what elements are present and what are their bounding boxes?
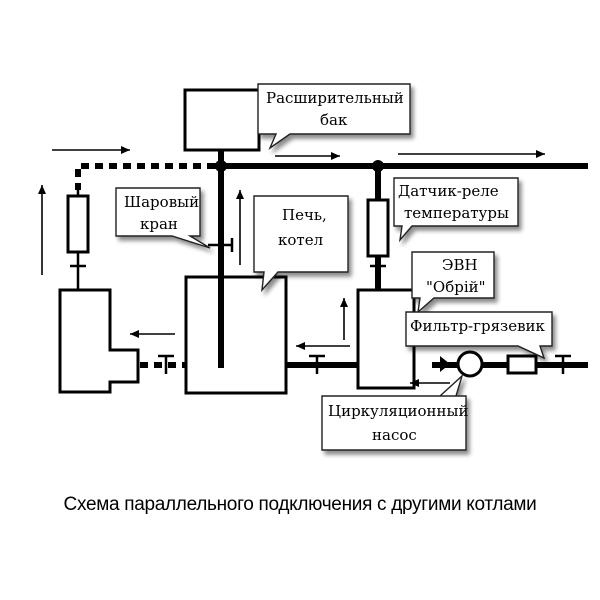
junction-top (215, 160, 227, 172)
svg-text:насос: насос (372, 426, 417, 444)
mud-filter (506, 354, 538, 375)
svg-text:ЭВН: ЭВН (442, 256, 478, 274)
svg-text:Датчик-реле: Датчик-реле (398, 182, 499, 200)
callout-filter: Фильтр-грязевик (405, 311, 553, 360)
expansion-tank (183, 88, 261, 152)
return-valve-right (555, 354, 571, 374)
other-boiler (58, 288, 140, 394)
sensor-relay (366, 198, 390, 258)
svg-text:Фильтр-грязевик: Фильтр-грязевик (410, 317, 546, 335)
callout-expansion-tank: Расширительный бак (257, 83, 411, 150)
svg-text:кран: кран (140, 215, 178, 233)
svg-text:"Обрій": "Обрій" (426, 278, 486, 296)
svg-text:Расширительный: Расширительный (266, 89, 404, 107)
return-valve-left (158, 354, 174, 374)
svg-text:котел: котел (278, 231, 323, 249)
furnace-boiler (184, 275, 288, 395)
svg-text:Циркуляционный: Циркуляционный (328, 402, 468, 420)
svg-text:бак: бак (320, 111, 348, 129)
supply-pipe-dashed (75, 163, 215, 190)
callout-evn: ЭВН "Обрій" (411, 251, 495, 314)
check-valve (440, 356, 450, 372)
callout-furnace: Печь, котел (253, 195, 349, 293)
left-sensor (66, 194, 90, 254)
svg-text:Печь,: Печь, (282, 206, 327, 224)
svg-text:температуры: температуры (404, 204, 509, 222)
callout-pump: Циркуляционный насос (321, 373, 468, 451)
junction-right (372, 160, 384, 172)
evn-boiler (356, 288, 416, 390)
circulation-pump (456, 350, 484, 378)
callout-ball-valve: Шаровый кран (115, 187, 211, 249)
diagram-caption: Схема параллельного подключения с другим… (64, 494, 537, 515)
callout-sensor-relay: Датчик-реле температуры (393, 177, 519, 243)
return-valve-mid (309, 354, 325, 374)
svg-text:Шаровый: Шаровый (124, 193, 199, 211)
